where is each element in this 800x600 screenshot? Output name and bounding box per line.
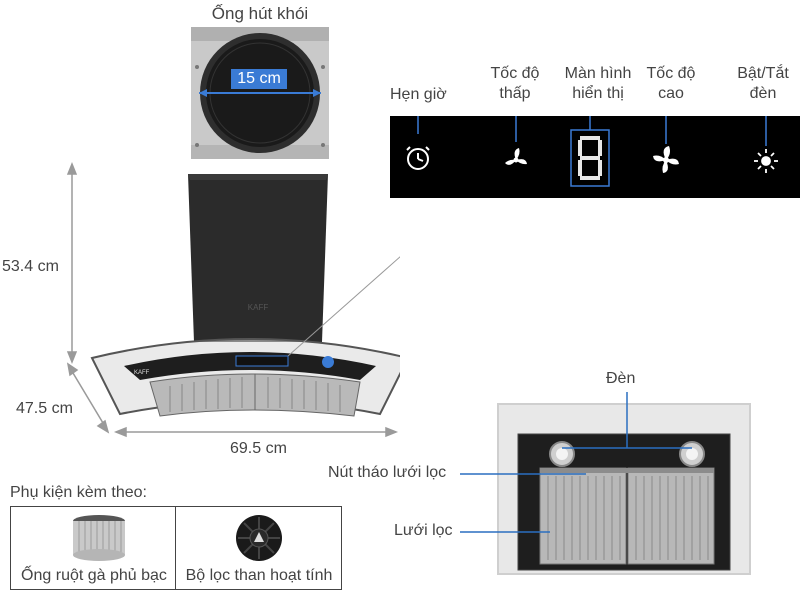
fan-high-icon (653, 146, 679, 173)
display-label-line2: hiển thị (572, 85, 624, 102)
carbon-filter-icon (236, 515, 282, 561)
svg-text:KAFF: KAFF (134, 370, 150, 376)
light-callout-label: Đèn (606, 370, 636, 387)
depth-label: 47.5 cm (16, 400, 73, 417)
fan-low-icon (505, 148, 527, 165)
filter-label: Lưới lọc (394, 522, 453, 539)
duct-diameter: 15 cm (237, 70, 281, 87)
width-dimension-line (113, 426, 399, 438)
flexible-duct-icon (73, 515, 125, 561)
filter-release-label: Nút tháo lưới lọc (328, 464, 447, 481)
seven-segment-display (578, 136, 602, 180)
timer-icon (406, 146, 430, 170)
hood-drawing: KAFF KAFF (66, 161, 400, 438)
height-dimension-line (66, 161, 78, 365)
accessory-carbon-filter-label: Bộ lọc than hoạt tính (185, 567, 333, 584)
duct-title: Ống hút khói (211, 4, 309, 23)
timer-label: Hẹn giờ (390, 86, 447, 103)
accessory-item-carbon-filter: Bộ lọc than hoạt tính (176, 507, 341, 589)
light-label-line1: Bật/Tắt (737, 65, 789, 82)
display-label: Màn hình hiển thị (556, 64, 640, 104)
display-label-line1: Màn hình (564, 65, 632, 82)
speed-low-label: Tốc độ thấp (480, 64, 550, 104)
speed-high-label-line2: cao (658, 85, 684, 102)
accessory-duct-hose-label: Ống ruột gà phủ bạc (21, 567, 167, 584)
hood-bottom-view (460, 392, 751, 575)
accessory-item-duct-hose: Ống ruột gà phủ bạc (11, 507, 176, 589)
duct-photo (191, 27, 329, 159)
light-label-line2: đèn (749, 85, 777, 102)
accessories-table: Ống ruột gà phủ bạc Bộ lọc than hoạt tín… (10, 506, 342, 590)
accessories-title: Phụ kiện kèm theo: (10, 484, 147, 501)
light-label: Bật/Tắt đèn (728, 64, 798, 104)
svg-text:KAFF: KAFF (248, 303, 269, 312)
speed-low-label-line2: thấp (499, 85, 531, 102)
speed-high-label-line1: Tốc độ (646, 65, 696, 82)
height-label: 53.4 cm (2, 258, 59, 275)
depth-dimension-line (66, 362, 110, 434)
light-icon (754, 149, 778, 173)
speed-high-label: Tốc độ cao (636, 64, 706, 104)
control-panel (390, 116, 800, 198)
width-label: 69.5 cm (230, 440, 287, 457)
speed-low-label-line1: Tốc độ (490, 65, 540, 82)
